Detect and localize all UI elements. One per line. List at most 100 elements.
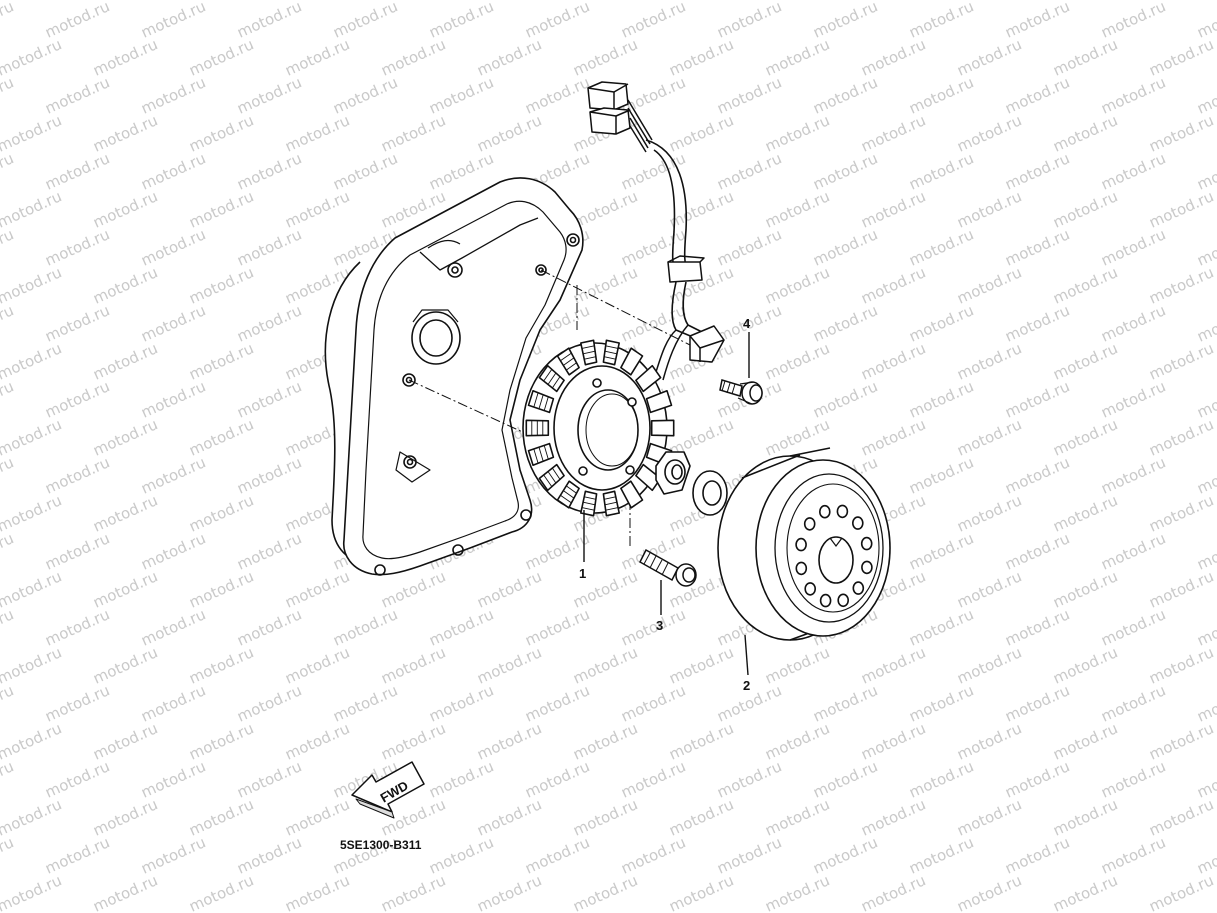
stator-pole [645,390,673,414]
watermark-text: motod.ru [186,339,256,383]
watermark-text: motod.ru [90,415,160,459]
leader-lines [583,332,750,676]
watermark-text: motod.ru [0,73,16,117]
callout-1: 1 [579,566,586,581]
rotor-hole [803,517,816,531]
watermark-text: motod.ru [810,225,880,269]
watermark-text: motod.ru [954,35,1024,79]
watermark-text: motod.ru [810,377,880,421]
watermark-text: motod.ru [858,187,928,231]
watermark-text: motod.ru [666,35,736,79]
stator-winding-line [560,352,572,362]
watermark-text: motod.ru [714,0,784,42]
watermark-text: motod.ru [954,339,1024,383]
watermark-text: motod.ru [906,377,976,421]
watermark-text: motod.ru [1002,301,1072,345]
stator-pole [620,347,644,376]
stator-winding-line [543,396,549,411]
stator-winding-line [604,356,616,360]
watermark-text: motod.ru [0,149,16,193]
watermark-text: motod.ru [714,833,784,877]
watermark-text: motod.ru [906,301,976,345]
watermark-text: motod.ru [1098,681,1168,725]
watermark-text: motod.ru [714,149,784,193]
watermark-text: motod.ru [42,833,112,877]
watermark-text: motod.ru [1098,149,1168,193]
watermark-text: motod.ru [234,605,304,649]
watermark-text: motod.ru [42,377,112,421]
watermark-text: motod.ru [138,225,208,269]
watermark-text: motod.ru [762,719,832,763]
watermark-text: motod.ru [1050,111,1120,155]
watermark-text: motod.ru [282,643,352,687]
watermark-text: motod.ru [0,225,16,269]
watermark-text: motod.ru [90,491,160,535]
watermark-text: motod.ru [1002,453,1072,497]
watermark-text: motod.ru [1002,529,1072,573]
watermark-text: motod.ru [1050,339,1120,383]
watermark-text: motod.ru [138,301,208,345]
alignment-lines [408,269,691,548]
watermark-text: motod.ru [474,795,544,839]
rotor-hole [804,582,817,596]
watermark-text: motod.ru [906,453,976,497]
watermark-text: motod.ru [186,415,256,459]
watermark-text: motod.ru [186,263,256,307]
watermark-text: motod.ru [570,643,640,687]
watermark-text: motod.ru [186,491,256,535]
watermark-text: motod.ru [1146,795,1216,839]
watermark-text: motod.ru [1194,149,1217,193]
watermark-text: motod.ru [954,187,1024,231]
watermark-text: motod.ru [1050,263,1120,307]
stator-winding-line [547,471,557,484]
watermark-text: motod.ru [0,111,64,155]
watermark-text: motod.ru [714,73,784,117]
watermark-text: motod.ru [90,263,160,307]
rotor-hole [860,536,873,551]
stator-winding-line [563,490,575,499]
watermark-text: motod.ru [0,909,16,913]
watermark-text: motod.ru [858,35,928,79]
watermark-text: motod.ru [186,35,256,79]
watermark-text: motod.ru [42,757,112,801]
watermark-text: motod.ru [1194,833,1217,877]
watermark-text: motod.ru [906,833,976,877]
stator-winding-line [584,356,596,360]
watermark-text: motod.ru [522,0,592,42]
watermark-text: motod.ru [186,719,256,763]
watermark-text: motod.ru [666,871,736,913]
watermark-text: motod.ru [186,187,256,231]
watermark-text: motod.ru [858,263,928,307]
stator-winding-line [605,345,619,349]
watermark-text: motod.ru [618,605,688,649]
watermark-text: motod.ru [1146,415,1216,459]
watermark-text: motod.ru [234,301,304,345]
watermark-text: motod.ru [282,567,352,611]
stator-pole [650,419,675,437]
watermark-text: motod.ru [1098,833,1168,877]
watermark-text: motod.ru [1146,871,1216,913]
watermark-text: motod.ru [1098,453,1168,497]
stator-assembly [522,339,675,517]
stator-winding-line [533,448,539,464]
watermark-text: motod.ru [1098,73,1168,117]
watermark-text: motod.ru [234,225,304,269]
rotor-hole [819,593,832,608]
watermark-text: motod.ru [234,757,304,801]
watermark-text: motod.ru [1194,0,1217,42]
watermark-text: motod.ru [42,681,112,725]
rotor-hole [836,504,849,519]
watermark-text: motod.ru [0,643,64,687]
watermark-text: motod.ru [138,453,208,497]
watermark-text: motod.ru [0,415,64,459]
watermark-text: motod.ru [954,111,1024,155]
watermark-text: motod.ru [0,339,64,383]
watermark-text: motod.ru [1098,301,1168,345]
stator-winding-line [543,474,553,487]
watermark-text: motod.ru [90,643,160,687]
watermark-text: motod.ru [858,719,928,763]
watermark-text: motod.ru [138,909,208,913]
watermark-text: motod.ru [1146,187,1216,231]
watermark-text: motod.ru [810,149,880,193]
watermark-text: motod.ru [138,377,208,421]
